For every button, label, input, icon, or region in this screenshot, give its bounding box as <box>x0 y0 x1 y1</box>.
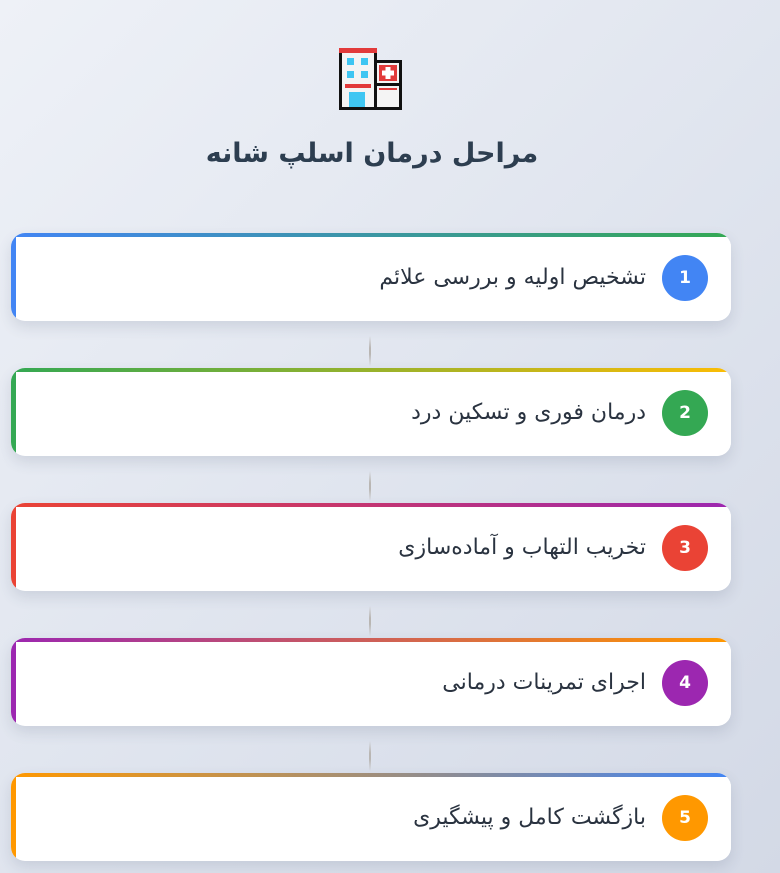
step-side-bar <box>11 368 16 456</box>
page-title: مراحل درمان اسلپ شانه <box>205 138 539 169</box>
step-accent-bar <box>11 638 731 642</box>
step-card-body <box>18 777 731 861</box>
step-card-body <box>18 237 731 321</box>
step-accent-bar <box>11 503 731 507</box>
step-connector <box>369 336 371 366</box>
step-card-1[interactable]: 1 تشخیص اولیه و بررسی علائم <box>11 233 731 321</box>
hospital-icon <box>339 48 402 110</box>
step-side-bar <box>11 773 16 861</box>
step-number-badge: 4 <box>662 660 708 706</box>
step-number-badge: 3 <box>662 525 708 571</box>
step-card-5[interactable]: 5 بازگشت کامل و پیشگیری <box>11 773 731 861</box>
step-number-badge: 2 <box>662 390 708 436</box>
step-label: بازگشت کامل و پیشگیری <box>413 805 646 830</box>
step-connector <box>369 606 371 636</box>
step-accent-bar <box>11 233 731 237</box>
step-accent-bar <box>11 368 731 372</box>
step-connector <box>369 471 371 501</box>
step-label: اجرای تمرینات درمانی <box>442 670 646 695</box>
step-side-bar <box>11 638 16 726</box>
step-accent-bar <box>11 773 731 777</box>
step-label: تخریب التهاب و آماده‌سازی <box>398 535 646 560</box>
step-card-body <box>18 507 731 591</box>
step-number-badge: 5 <box>662 795 708 841</box>
step-side-bar <box>11 503 16 591</box>
step-connector <box>369 741 371 771</box>
step-card-2[interactable]: 2 درمان فوری و تسکین درد <box>11 368 731 456</box>
step-number-badge: 1 <box>662 255 708 301</box>
step-card-body <box>18 372 731 456</box>
step-card-body <box>18 642 731 726</box>
step-label: درمان فوری و تسکین درد <box>411 400 646 425</box>
step-card-4[interactable]: 4 اجرای تمرینات درمانی <box>11 638 731 726</box>
step-side-bar <box>11 233 16 321</box>
step-label: تشخیص اولیه و بررسی علائم <box>379 265 646 290</box>
step-card-3[interactable]: 3 تخریب التهاب و آماده‌سازی <box>11 503 731 591</box>
